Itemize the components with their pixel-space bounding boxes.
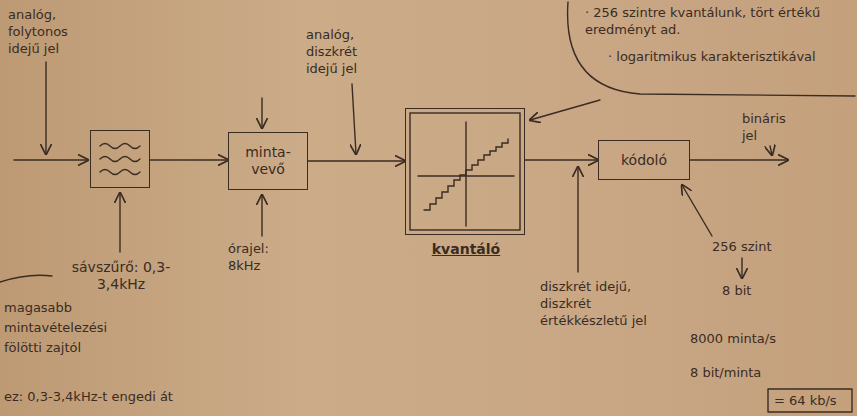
quantizer-box: kvantáló bbox=[405, 108, 525, 235]
leader-arrow bbox=[352, 84, 356, 154]
note-label: analóg, diszkrét idejű jel bbox=[306, 26, 378, 77]
note-label: 8000 minta/s bbox=[690, 330, 820, 347]
signal-wire bbox=[525, 159, 598, 160]
sampler-box: minta- vevő bbox=[228, 132, 308, 190]
note-label: órajel: 8kHz bbox=[228, 240, 298, 274]
leader-arrow bbox=[530, 100, 600, 120]
encoder-box: kódoló bbox=[598, 140, 690, 180]
quantizer-axes bbox=[418, 122, 514, 226]
leader-arrow bbox=[261, 98, 262, 128]
leader-arrow bbox=[261, 195, 262, 236]
filter-symbol bbox=[100, 144, 140, 175]
node-text: kvantáló bbox=[406, 241, 526, 258]
quantizer-staircase bbox=[424, 139, 508, 210]
note-label: ez: 0,3-3,4kHz-t engedi át bbox=[4, 388, 304, 405]
signal-wire bbox=[150, 159, 228, 160]
quantizer-inner-border bbox=[410, 113, 520, 230]
filter-box: sávszűrő: 0,3-3,4kHz bbox=[90, 130, 150, 188]
node-text: sávszűrő: 0,3-3,4kHz bbox=[71, 259, 171, 293]
note-label: magasabb mintavételezési fölötti zajtól bbox=[4, 298, 128, 358]
note-label: analóg, folytonos idejű jel bbox=[8, 6, 80, 57]
node-text: kódoló bbox=[621, 152, 667, 169]
note-label: bináris jel bbox=[742, 110, 804, 144]
note-label: 8 bit/minta bbox=[690, 364, 810, 381]
leader-arrow bbox=[770, 146, 772, 155]
note-label: · 256 szintre kvantálunk, tört értékű er… bbox=[585, 4, 847, 38]
leader-arrow bbox=[45, 62, 46, 154]
note-label: 8 bit bbox=[722, 282, 782, 299]
output-wire bbox=[690, 159, 788, 160]
note-divider bbox=[0, 275, 52, 282]
leader-arrow bbox=[682, 185, 712, 236]
input-wire bbox=[14, 159, 88, 160]
note-divider bbox=[568, 2, 855, 96]
node-text: minta- vevő bbox=[239, 144, 297, 178]
signal-wire bbox=[308, 160, 405, 161]
leader-arrow bbox=[741, 258, 742, 278]
note-label: diszkrét idejű, diszkrét értékkészletű j… bbox=[540, 278, 650, 329]
leader-arrow bbox=[119, 193, 120, 252]
note-label: · logaritmikus karakterisztikával bbox=[608, 48, 850, 65]
result-box bbox=[768, 389, 852, 412]
note-label: 256 szint bbox=[712, 238, 792, 255]
leader-arrow bbox=[577, 167, 578, 272]
note-label: = 64 kb/s bbox=[774, 392, 850, 409]
